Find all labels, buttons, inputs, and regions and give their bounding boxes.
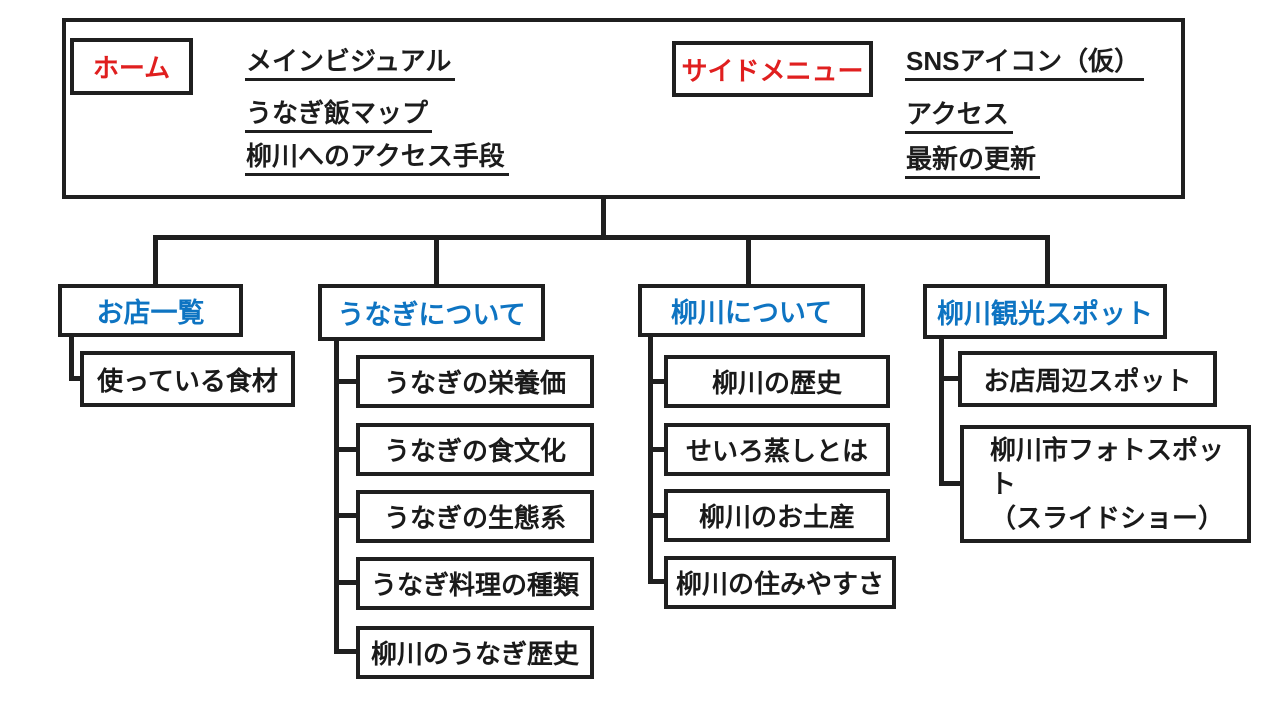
page-ingredients-used: 使っている食材 [80,351,295,407]
page-yanagawa-unagi-history: 柳川のうなぎ歴史 [356,626,594,679]
page-label: 柳川の住みやすさ [675,569,884,599]
connector-line [648,447,666,452]
connector-line [334,379,358,384]
side-menu-label: サイドメニュー [681,55,864,86]
page-label: うなぎの食文化 [383,436,566,466]
page-seiro-mushi: せいろ蒸しとは [664,423,890,476]
page-yanagawa-souvenirs: 柳川のお土産 [664,489,890,542]
connector-line [334,513,358,518]
page-label: うなぎの栄養価 [383,368,566,398]
connector-drop-1 [153,235,158,286]
page-label: 柳川の歴史 [711,368,842,398]
page-unagi-nutrition: うなぎの栄養価 [356,355,594,408]
home-item-access-to-yanagawa: 柳川へのアクセス手段 [245,142,509,176]
connector-line [648,335,653,584]
connector-rail [153,235,1050,240]
connector-line [939,481,962,486]
side-menu-node: サイドメニュー [672,41,873,97]
side-item-sns-icon: SNSアイコン（仮） [905,47,1145,81]
page-unagi-food-culture: うなぎの食文化 [356,423,594,476]
branch-about-unagi: うなぎについて [318,284,545,341]
page-label: うなぎの生態系 [383,503,566,533]
page-label: 柳川市フォトスポット （スライドショー） [990,435,1225,533]
page-yanagawa-history: 柳川の歴史 [664,355,890,408]
page-photo-spots-slideshow: 柳川市フォトスポット （スライドショー） [960,425,1251,543]
home-label: ホーム [92,53,171,83]
connector-line [334,447,358,452]
connector-drop-3 [746,235,751,286]
connector-line [334,649,358,654]
connector-stem [601,199,606,237]
branch-yanagawa-sightseeing: 柳川観光スポット [923,284,1167,339]
page-unagi-ecology: うなぎの生態系 [356,490,594,543]
top-section-frame [62,18,1185,199]
page-label: 柳川のお土産 [698,502,855,532]
branch-about-yanagawa: 柳川について [638,284,865,337]
branch-label: うなぎについて [337,300,526,330]
connector-line [334,339,339,654]
home-node: ホーム [70,38,193,95]
connector-line [648,579,666,584]
page-label: せいろ蒸しとは [685,436,868,466]
page-label: うなぎ料理の種類 [370,570,579,600]
side-item-latest-updates: 最新の更新 [905,145,1041,179]
page-label: 柳川のうなぎ歴史 [370,639,579,669]
page-label: 使っている食材 [97,365,278,396]
branch-label: お店一覧 [96,298,205,328]
branch-label: 柳川観光スポット [937,299,1153,329]
connector-drop-2 [434,235,439,286]
connector-line [334,580,358,585]
side-item-access: アクセス [905,100,1013,134]
page-spots-near-shop: お店周辺スポット [958,351,1217,407]
home-item-main-visual: メインビジュアル [245,47,456,81]
page-unagi-dish-types: うなぎ料理の種類 [356,557,594,610]
connector-line [648,513,666,518]
home-item-unagi-meshi-map: うなぎ飯マップ [245,99,433,133]
connector-line [69,376,83,381]
connector-drop-4 [1045,235,1050,286]
branch-label: 柳川について [670,298,833,328]
connector-line [69,335,74,381]
connector-line [939,376,960,381]
page-label: お店周辺スポット [983,365,1192,396]
branch-shop-list: お店一覧 [58,284,243,337]
connector-line [648,379,666,384]
connector-line [939,337,944,486]
page-yanagawa-livability: 柳川の住みやすさ [664,556,896,609]
